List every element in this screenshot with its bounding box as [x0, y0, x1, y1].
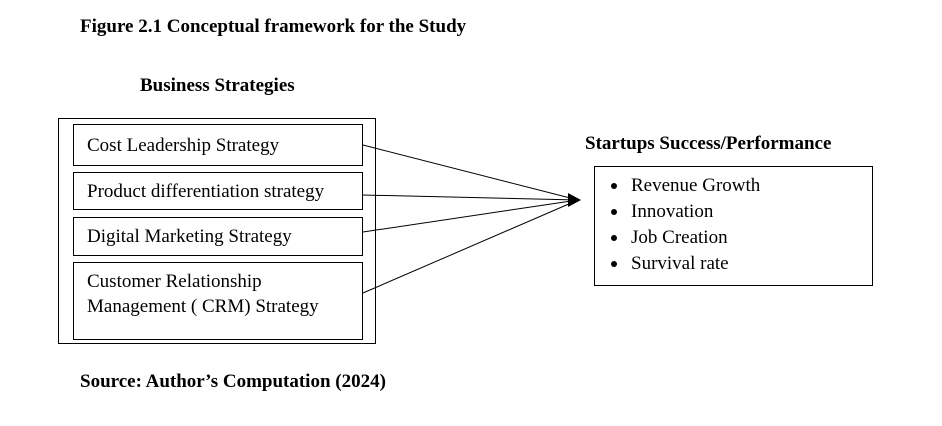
- strategy-label-line-2: Management ( CRM) Strategy: [87, 296, 319, 317]
- strategy-box-crm: Customer Relationship Management ( CRM) …: [73, 262, 363, 340]
- arrow-line-crm: [362, 199, 579, 294]
- strategy-box-cost-leadership: Cost Leadership Strategy: [73, 124, 363, 166]
- arrowhead-icon: [568, 193, 581, 207]
- arrow-line-product-differentiation: [362, 194, 579, 201]
- outcome-item-job-creation: Job Creation: [609, 225, 872, 251]
- outcome-item-revenue-growth: Revenue Growth: [609, 173, 872, 199]
- arrow-line-digital-marketing: [362, 199, 579, 233]
- outcomes-list: Revenue Growth Innovation Job Creation S…: [595, 167, 872, 277]
- startups-success-heading: Startups Success/Performance: [585, 133, 832, 154]
- arrow-line-cost-leadership: [362, 144, 579, 201]
- source-note: Source: Author’s Computation (2024): [80, 371, 386, 392]
- strategy-box-product-differentiation: Product differentiation strategy: [73, 172, 363, 210]
- outcome-item-survival-rate: Survival rate: [609, 251, 872, 277]
- figure-title: Figure 2.1 Conceptual framework for the …: [80, 16, 467, 37]
- strategy-label: Digital Marketing Strategy: [87, 226, 292, 247]
- strategy-box-digital-marketing: Digital Marketing Strategy: [73, 217, 363, 256]
- outcomes-box: Revenue Growth Innovation Job Creation S…: [594, 166, 873, 286]
- strategy-label-line-1: Customer Relationship: [87, 271, 262, 292]
- strategy-label: Cost Leadership Strategy: [87, 134, 280, 156]
- outcome-item-innovation: Innovation: [609, 199, 872, 225]
- business-strategies-heading: Business Strategies: [140, 75, 295, 96]
- strategy-label: Product differentiation strategy: [87, 180, 325, 202]
